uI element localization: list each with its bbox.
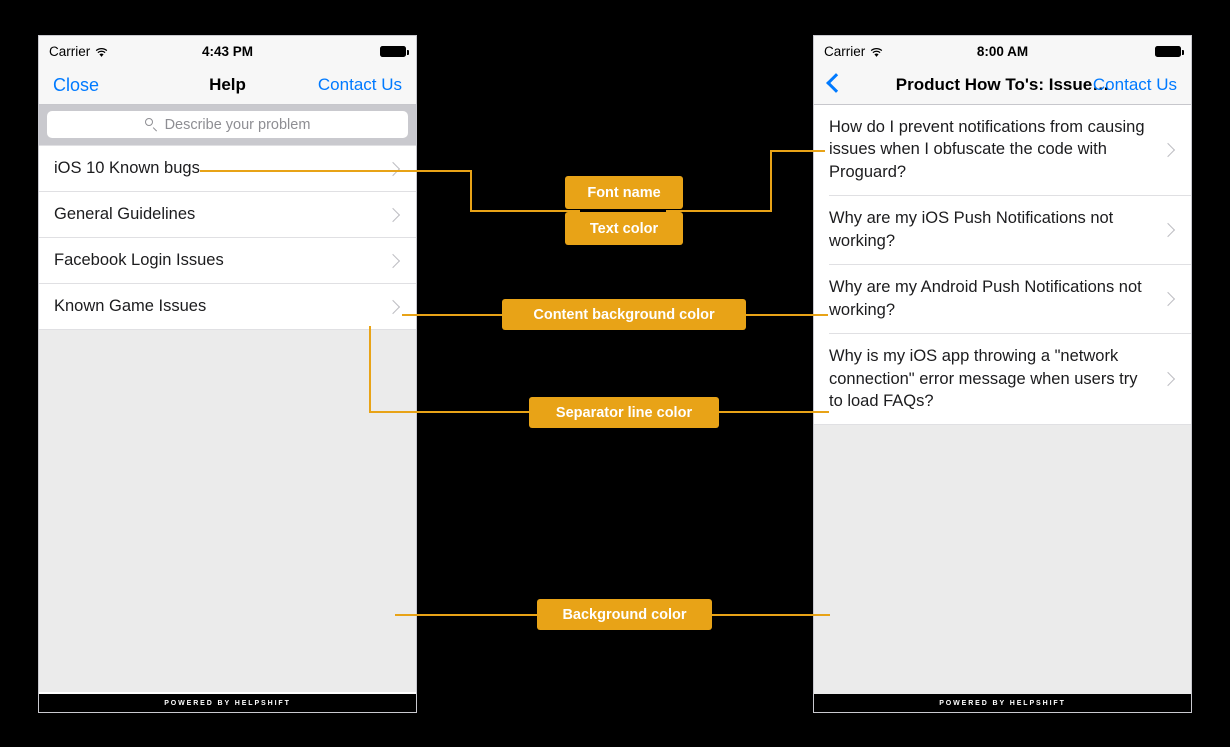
list-item-label: Why are my iOS Push Notifications not wo… [829, 209, 1114, 250]
list-item-label: Known Game Issues [54, 297, 207, 316]
leader-line-font-name-left-a [200, 170, 472, 172]
separator [39, 329, 416, 330]
leader-line-background-left [395, 614, 537, 616]
list-item[interactable]: How do I prevent notifications from caus… [814, 105, 1191, 196]
chevron-right-icon [385, 299, 401, 314]
list-item[interactable]: General Guidelines [39, 192, 416, 237]
leader-line-separator-left [369, 411, 529, 413]
chevron-right-icon [1160, 142, 1176, 157]
left-contact-us-button[interactable]: Contact Us [317, 75, 402, 94]
list-item-label: Why are my Android Push Notifications no… [829, 278, 1142, 319]
separator [39, 191, 416, 192]
chevron-right-icon [385, 161, 401, 176]
separator [829, 195, 1191, 197]
powered-by-label: POWERED BY HELPSHIFT [164, 699, 291, 707]
right-empty-background [814, 425, 1191, 696]
separator [814, 424, 1191, 426]
separator [829, 264, 1191, 266]
list-item[interactable]: Why are my Android Push Notifications no… [814, 265, 1191, 334]
list-item[interactable]: Known Game Issues [39, 284, 416, 329]
close-button[interactable]: Close [53, 74, 100, 95]
separator [39, 237, 416, 238]
left-empty-background [39, 330, 416, 692]
leader-line-separator-right [719, 411, 829, 413]
list-item[interactable]: iOS 10 Known bugs [39, 146, 416, 191]
right-nav-bar: Product How To's: Issue… Contact Us [814, 66, 1191, 105]
chevron-right-icon [1160, 222, 1176, 237]
leader-line-background-right [712, 614, 830, 616]
search-input[interactable]: Describe your problem [47, 111, 408, 138]
left-status-right-group [380, 45, 409, 57]
leader-line-font-name-left-c [470, 210, 580, 212]
leader-line-content-bg-right [746, 314, 828, 316]
list-item[interactable]: Facebook Login Issues [39, 238, 416, 283]
left-faq-section-list: iOS 10 Known bugs General Guidelines Fac… [39, 145, 416, 330]
list-item-label: Facebook Login Issues [54, 251, 224, 270]
carrier-label: Carrier [49, 43, 91, 59]
separator [829, 333, 1191, 335]
wifi-icon [870, 46, 883, 57]
list-item-label: General Guidelines [54, 205, 196, 224]
chevron-right-icon [385, 207, 401, 222]
left-nav-bar: Close Help Contact Us [39, 66, 416, 105]
list-item[interactable]: Why are my iOS Push Notifications not wo… [814, 196, 1191, 265]
annotation-text-color: Text color [565, 212, 683, 245]
right-status-right-group [1155, 45, 1184, 57]
leader-line-font-name-right-b [770, 150, 772, 212]
leader-line-font-name-left-b [470, 170, 472, 212]
battery-icon [380, 45, 409, 57]
list-item-label: How do I prevent notifications from caus… [829, 118, 1145, 181]
list-item-label: iOS 10 Known bugs [54, 159, 200, 178]
leader-line-font-name-right-c [770, 150, 825, 152]
list-item[interactable]: Why is my iOS app throwing a "network co… [814, 334, 1191, 425]
left-status-carrier-group: Carrier [49, 44, 108, 59]
chevron-right-icon [1160, 371, 1176, 386]
search-icon [144, 118, 158, 131]
annotation-separator-line-color: Separator line color [529, 397, 719, 428]
powered-by-label: POWERED BY HELPSHIFT [939, 699, 1066, 707]
back-chevron-icon [828, 73, 839, 92]
annotation-background-color: Background color [537, 599, 712, 630]
leader-line-content-bg-left [402, 314, 502, 316]
right-contact-us-button[interactable]: Contact Us [1092, 75, 1177, 94]
right-footer-bar: POWERED BY HELPSHIFT [814, 694, 1191, 712]
carrier-label: Carrier [824, 43, 866, 59]
left-status-bar: Carrier 4:43 PM [39, 36, 416, 66]
annotation-content-background-color: Content background color [502, 299, 746, 330]
annotation-font-name: Font name [565, 176, 683, 209]
right-faq-list: How do I prevent notifications from caus… [814, 105, 1191, 426]
search-placeholder: Describe your problem [164, 116, 311, 133]
list-item-label: Why is my iOS app throwing a "network co… [829, 347, 1138, 410]
battery-icon [1155, 45, 1184, 57]
separator [39, 145, 416, 146]
back-button[interactable] [828, 73, 839, 97]
leader-line-separator-elbow [369, 326, 371, 412]
left-footer-bar: POWERED BY HELPSHIFT [39, 694, 416, 712]
left-phone-screenshot: Carrier 4:43 PM Close Help Contact Us De… [38, 35, 417, 713]
separator [39, 283, 416, 284]
chevron-right-icon [385, 253, 401, 268]
chevron-right-icon [1160, 291, 1176, 306]
wifi-icon [95, 46, 108, 57]
search-bar-container: Describe your problem [39, 105, 416, 145]
right-status-bar: Carrier 8:00 AM [814, 36, 1191, 66]
leader-line-font-name-right-a [666, 210, 772, 212]
right-status-carrier-group: Carrier [824, 44, 883, 59]
right-phone-screenshot: Carrier 8:00 AM Product How To's: Issue…… [813, 35, 1192, 713]
